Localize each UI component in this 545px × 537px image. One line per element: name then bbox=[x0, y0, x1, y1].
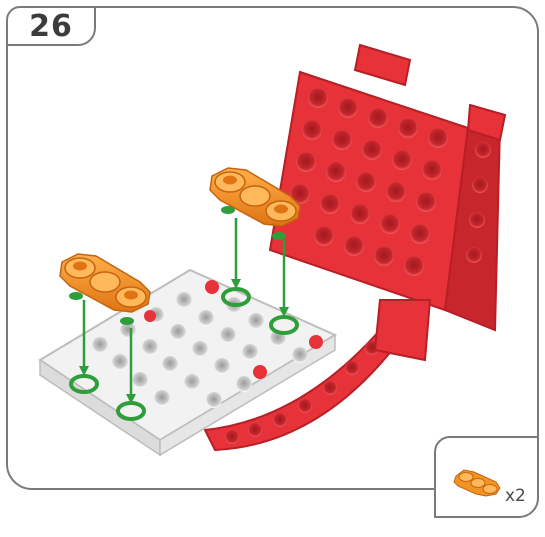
orange-triple-connector-icon bbox=[450, 458, 510, 498]
step-number-tab: 26 bbox=[6, 6, 96, 46]
parts-quantity: x2 bbox=[505, 486, 526, 506]
red-upright-plate bbox=[270, 45, 505, 360]
step-number: 26 bbox=[29, 9, 73, 44]
